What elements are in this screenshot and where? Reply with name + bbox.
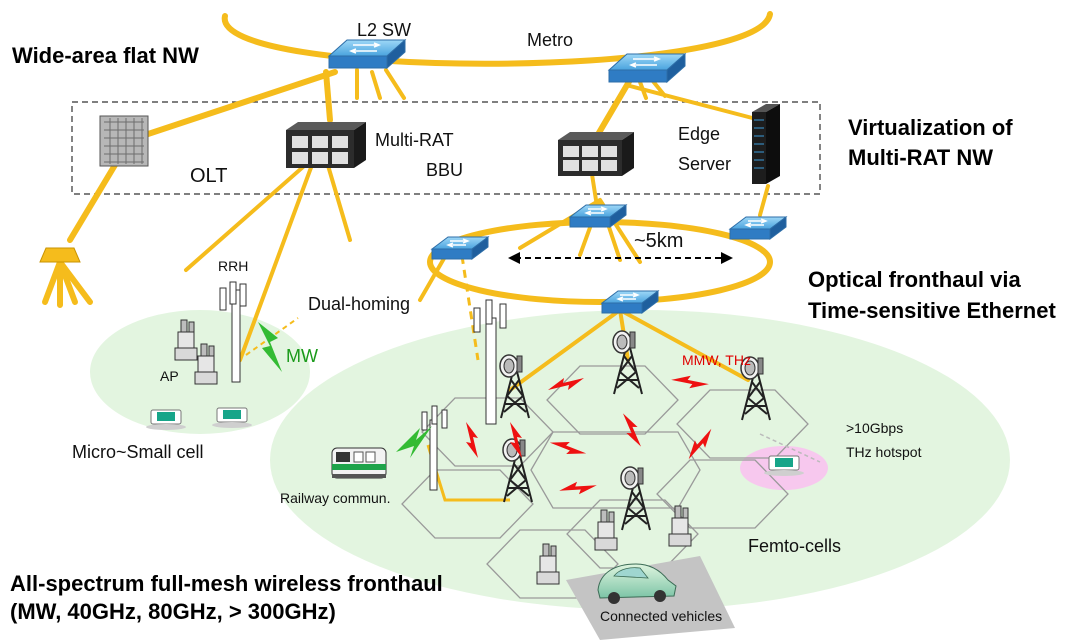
- rrh-mast: [219, 281, 247, 383]
- optical-fronthaul-label-1: Optical fronthaul via: [808, 267, 1021, 292]
- connected-vehicles-label: Connected vehicles: [600, 608, 723, 624]
- fronthaul-switch-left: [431, 236, 489, 260]
- mmw-thz-label: MMW, THz: [682, 352, 751, 368]
- all-spectrum-label-2: (MW, 40GHz, 80GHz, > 300GHz): [10, 599, 336, 624]
- all-spectrum-label-1: All-spectrum full-mesh wireless fronthau…: [10, 571, 443, 596]
- multi-rat-bbu: [286, 122, 366, 168]
- wide-area-flat-nw-label: Wide-area flat NW: [12, 43, 199, 68]
- central-mast: [473, 299, 507, 425]
- user-terminal-2: [211, 407, 253, 429]
- server-label: Server: [678, 154, 732, 174]
- gbps-label: >10Gbps: [846, 420, 904, 436]
- olt-rack: [99, 115, 149, 167]
- user-terminal-1: [145, 409, 187, 431]
- femto-cells-label: Femto-cells: [748, 536, 842, 556]
- rrh-label: RRH: [218, 258, 249, 274]
- edge-bbu: [558, 132, 634, 176]
- virtualization-box: [71, 101, 821, 195]
- bbu-label: BBU: [426, 160, 464, 180]
- distance-arrow: [508, 252, 733, 264]
- edge-label: Edge: [678, 124, 721, 144]
- femto-cell-area: [270, 310, 1010, 610]
- metro-label: Metro: [527, 30, 574, 50]
- railway-link-bolt: [396, 426, 432, 458]
- l2-sw-label: L2 SW: [357, 20, 412, 40]
- train-icon: [331, 447, 387, 479]
- multi-rat-label: Multi-RAT: [375, 130, 454, 150]
- dual-homing-label: Dual-homing: [308, 294, 411, 314]
- mw-link-bolt: [258, 322, 282, 372]
- fronthaul-switch-bottom: [601, 290, 659, 314]
- olt-label: OLT: [190, 165, 228, 187]
- fronthaul-ring: [427, 219, 773, 305]
- railway-mast: [421, 405, 448, 491]
- virtualization-label-2: Multi-RAT NW: [848, 145, 993, 170]
- distance-label: ~5km: [634, 230, 684, 252]
- edge-server-rack: [752, 104, 780, 184]
- virtualization-label-1: Virtualization of: [848, 115, 1013, 140]
- dual-homing-link: [460, 255, 480, 361]
- micro-small-cell-label: Micro~Small cell: [72, 442, 204, 462]
- car-icon: [597, 563, 677, 604]
- ap-label: AP: [160, 368, 179, 384]
- pon-splitter: [39, 247, 81, 263]
- optical-fronthaul-label-2: Time-sensitive Ethernet: [808, 298, 1056, 323]
- thz-hotspot-label: THz hotspot: [846, 444, 922, 460]
- mw-label: MW: [286, 346, 318, 366]
- railway-label: Railway commun.: [280, 490, 391, 506]
- fronthaul-switch-right: [729, 216, 787, 240]
- thz-user-terminal: [763, 455, 805, 477]
